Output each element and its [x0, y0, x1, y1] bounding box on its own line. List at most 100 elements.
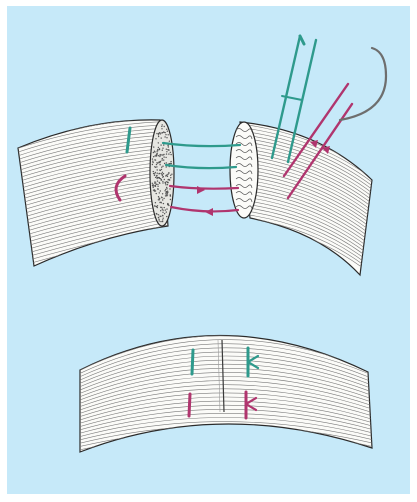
- stipple-dot: [159, 156, 160, 157]
- stipple-dot: [154, 173, 155, 174]
- stipple-dot: [157, 205, 158, 206]
- stipple-dot: [156, 133, 157, 134]
- stipple-dot: [157, 207, 158, 208]
- stipple-dot: [165, 134, 166, 135]
- stipple-dot: [165, 195, 166, 196]
- stipple-dot: [156, 213, 157, 214]
- nerve-fiber-line: [76, 438, 376, 454]
- stipple-dot: [154, 185, 155, 186]
- stipple-dot: [167, 194, 168, 195]
- stipple-dot: [154, 189, 155, 190]
- stipple-dot: [167, 176, 168, 177]
- stipple-dot: [159, 169, 160, 170]
- stipple-dot: [165, 184, 166, 185]
- stipple-dot: [166, 151, 167, 152]
- stipple-dot: [162, 158, 163, 159]
- stipple-dot: [158, 219, 159, 220]
- stipple-dot: [160, 178, 161, 179]
- stipple-dot: [154, 155, 155, 156]
- stipple-dot: [158, 177, 159, 178]
- stipple-dot: [169, 188, 170, 189]
- magenta-strand-lower: [171, 207, 238, 211]
- stipple-dot: [162, 177, 163, 178]
- stipple-dot: [160, 221, 161, 222]
- stipple-dot: [163, 218, 164, 219]
- stipple-dot: [167, 192, 168, 193]
- stipple-dot: [165, 157, 166, 158]
- magenta-strand-middle: [170, 186, 238, 189]
- stipple-dot: [159, 183, 160, 184]
- stipple-dot: [163, 173, 164, 174]
- stipple-dot: [154, 159, 155, 160]
- stipple-dot: [163, 156, 164, 157]
- stipple-dot: [156, 193, 157, 194]
- arrow-left: [197, 186, 205, 194]
- stipple-dot: [156, 178, 157, 179]
- stipple-dot: [170, 152, 171, 153]
- stipple-dot: [158, 155, 159, 156]
- stipple-dot: [166, 162, 167, 163]
- stipple-dot: [161, 167, 162, 168]
- stipple-dot: [166, 181, 167, 182]
- stipple-dot: [164, 213, 165, 214]
- stipple-dot: [170, 175, 171, 176]
- stipple-dot: [162, 166, 163, 167]
- right-cut-face: [230, 122, 258, 218]
- stipple-dot: [158, 136, 159, 137]
- stipple-dot: [159, 192, 160, 193]
- stipple-dot: [158, 173, 159, 174]
- stipple-dot: [170, 194, 171, 195]
- stipple-dot: [157, 173, 158, 174]
- stipple-dot: [162, 193, 163, 194]
- stipple-dot: [154, 151, 155, 152]
- stipple-dot: [171, 163, 172, 164]
- stipple-dot: [170, 199, 171, 200]
- stipple-dot: [152, 185, 153, 186]
- stipple-dot: [153, 152, 154, 153]
- stipple-dot: [156, 175, 157, 176]
- stipple-dot: [167, 203, 168, 204]
- stipple-dot: [168, 134, 169, 135]
- stipple-dot: [165, 182, 166, 183]
- stipple-dot: [162, 221, 163, 222]
- stipple-dot: [161, 207, 162, 208]
- stipple-dot: [160, 210, 161, 211]
- stipple-dot: [159, 220, 160, 221]
- stipple-dot: [160, 144, 161, 145]
- stipple-dot: [162, 210, 163, 211]
- stipple-dot: [159, 202, 160, 203]
- suture-strands: [163, 143, 240, 216]
- stipple-dot: [159, 132, 160, 133]
- stipple-dot: [162, 172, 163, 173]
- stipple-dot: [164, 126, 165, 127]
- stipple-dot: [165, 209, 166, 210]
- stipple-dot: [153, 187, 154, 188]
- stipple-dot: [170, 177, 171, 178]
- stipple-dot: [167, 184, 168, 185]
- stipple-dot: [157, 186, 158, 187]
- stipple-dot: [168, 205, 169, 206]
- stipple-dot: [156, 184, 157, 185]
- stipple-dot: [155, 177, 156, 178]
- nerve-stump-right: [230, 120, 378, 280]
- stipple-dot: [152, 184, 153, 185]
- stipple-dot: [166, 153, 167, 154]
- stipple-dot: [163, 144, 164, 145]
- stipple-dot: [159, 164, 160, 165]
- magenta-stitch-lower-left: [189, 394, 190, 416]
- stipple-dot: [153, 156, 154, 157]
- stipple-dot: [163, 198, 164, 199]
- stipple-dot: [171, 174, 172, 175]
- stipple-dot: [159, 148, 160, 149]
- nerve-stump-left: [14, 118, 174, 268]
- stipple-dot: [166, 137, 167, 138]
- stipple-dot: [162, 219, 163, 220]
- stipple-dot: [161, 132, 162, 133]
- stipple-dot: [158, 199, 159, 200]
- stipple-dot: [156, 166, 157, 167]
- stipple-dot: [170, 154, 171, 155]
- stipple-dot: [157, 169, 158, 170]
- teal-strand-upper: [163, 143, 240, 146]
- stipple-dot: [161, 173, 162, 174]
